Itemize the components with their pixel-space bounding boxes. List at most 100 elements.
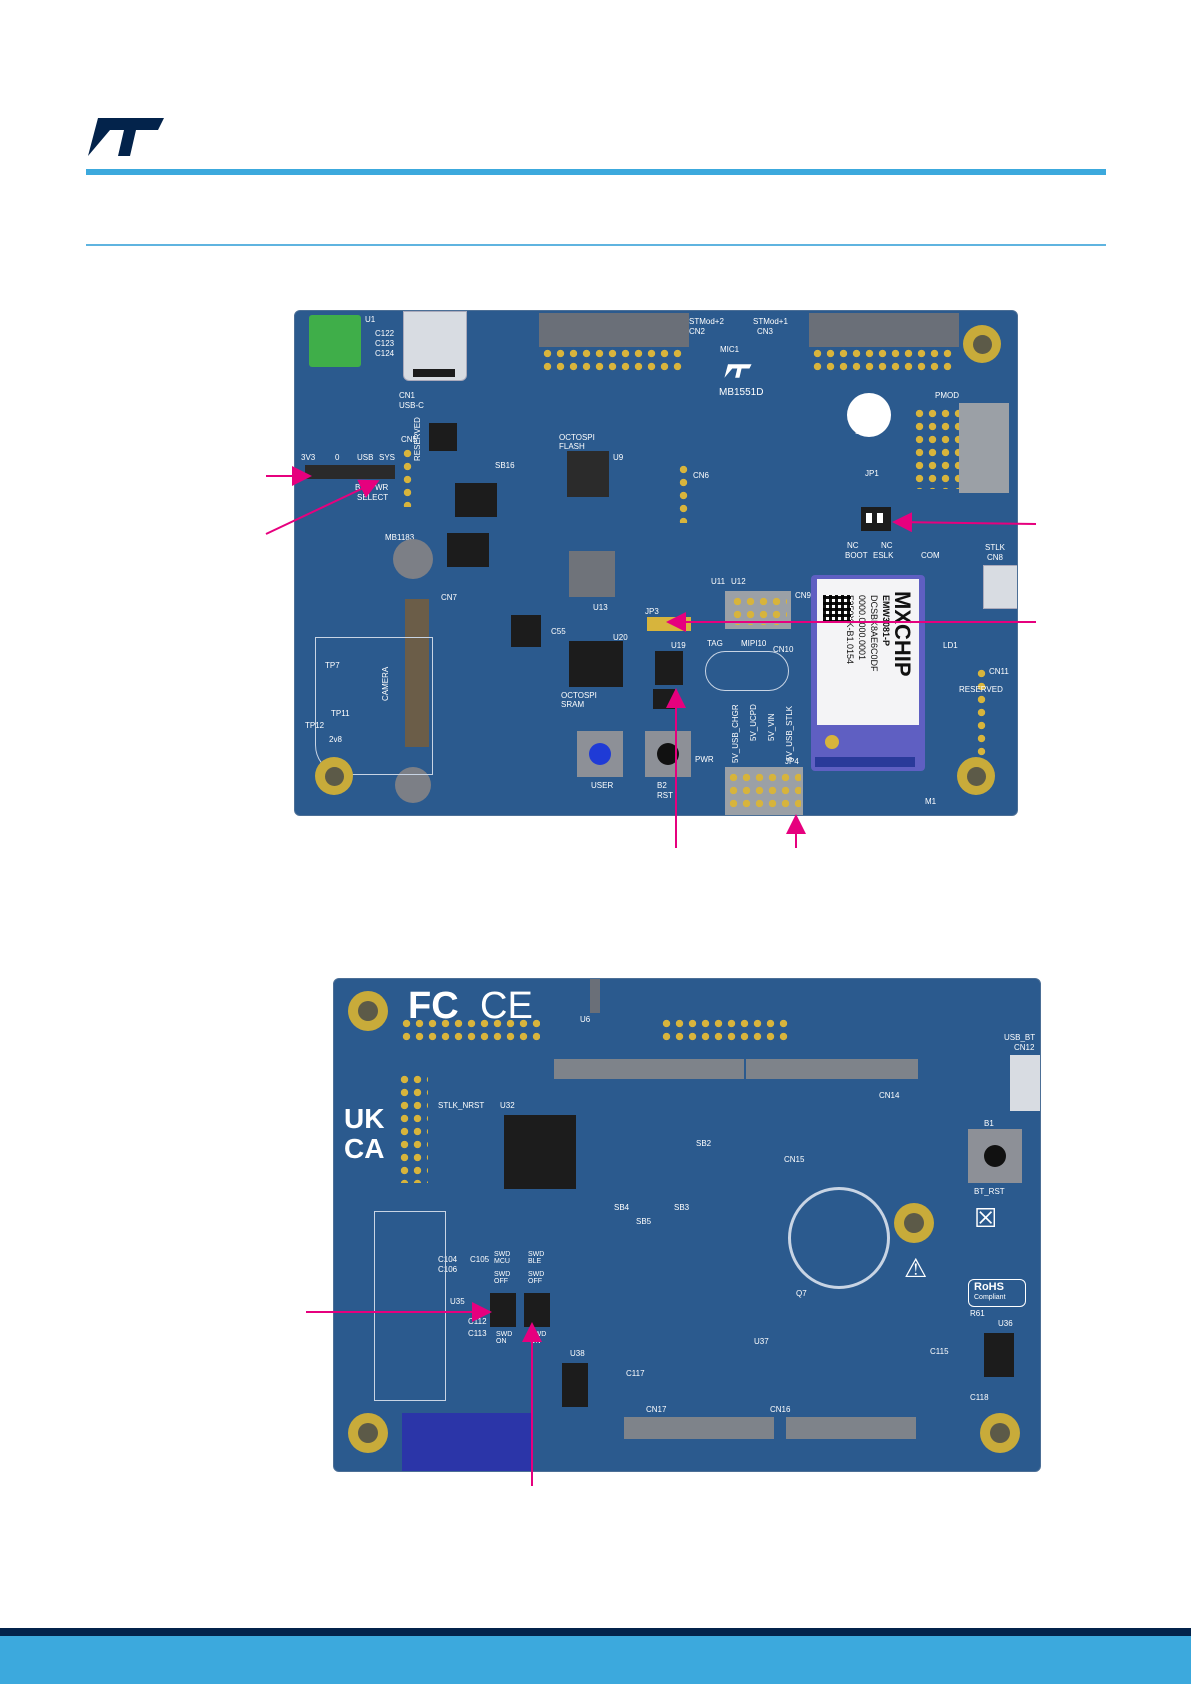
u13-chip: [569, 551, 615, 597]
cn14-label: CN14: [879, 1091, 900, 1100]
st-silk-logo-icon: [723, 361, 753, 381]
c117-label: C117: [626, 1369, 645, 1378]
u1-module: [309, 315, 361, 367]
module-id-b: 0000.0000.0001: [857, 595, 867, 661]
cn16-header: [786, 1417, 916, 1439]
cn8-label: CN8: [987, 553, 1004, 562]
bt-pwr-selector-switch[interactable]: [305, 465, 395, 479]
battery-pad: [402, 1413, 532, 1471]
u20-label: U20: [613, 633, 628, 642]
u19-chip: [655, 651, 683, 685]
cn17-header: [624, 1417, 774, 1439]
jp4-opt-2: 5V_UCPD: [749, 704, 758, 741]
com-label: COM: [921, 551, 940, 560]
bottom-board-image: FC CE UK CA U6 CN14 STLK_NRST U32 USB_BT…: [333, 978, 1041, 1472]
u16-chip: [511, 615, 541, 647]
mounting-hole: [894, 1203, 934, 1243]
section-rule: [86, 244, 1106, 246]
u36-label: U36: [998, 1319, 1013, 1328]
u19-label: U19: [671, 641, 686, 650]
pwr-label: PWR: [695, 755, 714, 764]
u3-chip: [447, 533, 489, 567]
ukca-mark-ca: CA: [344, 1133, 385, 1164]
usb-bt-label: USB_BT: [1004, 1033, 1036, 1042]
display-outline: [374, 1211, 446, 1401]
u2-chip: [455, 483, 497, 517]
antenna-trace: [815, 757, 915, 767]
u13-label: U13: [593, 603, 608, 612]
q7-label: Q7: [796, 1289, 807, 1298]
u22-chip: [653, 689, 675, 709]
board-id-label: MB1551D: [719, 387, 764, 398]
cn6-label: CN6: [693, 471, 710, 480]
footer-band-dark: [0, 1628, 1191, 1636]
c122-label: C122: [375, 329, 395, 338]
cn3-label: CN3: [757, 327, 774, 336]
cn14-header: [554, 1059, 744, 1079]
stmod1-label: STMod+1: [753, 317, 788, 326]
user-button[interactable]: [577, 731, 623, 777]
mounting-hole: [980, 1413, 1020, 1453]
cn7-label: CN7: [441, 593, 458, 602]
usbc-label: USB-C: [399, 401, 424, 410]
jp3-jumper[interactable]: [647, 617, 691, 631]
swd-mcu-label: SWD MCU: [494, 1251, 511, 1265]
emw-label: EMW3081-P: [881, 595, 891, 647]
jp4-label: JP4: [785, 757, 799, 766]
sel-sys-label: SYS: [379, 453, 396, 462]
u32-chip: [504, 1115, 576, 1189]
octospi-sram-label: OCTOSPI SRAM: [561, 691, 597, 709]
ukca-mark-uk: UK: [344, 1103, 385, 1134]
stlk-usb-connector: [983, 565, 1017, 609]
swd-off-2-label: SWD OFF: [528, 1271, 545, 1285]
qr-code-icon: [823, 595, 851, 623]
sel-0-label: 0: [335, 453, 340, 462]
v28-label: 2v8: [329, 735, 342, 744]
antenna-connector: [825, 735, 839, 749]
octospi-flash-chip: [567, 451, 609, 497]
cn2-label: CN2: [689, 327, 706, 336]
bt-pwr-label: BT_PWR: [355, 483, 389, 492]
reserved2-label: RESERVED: [959, 685, 1003, 694]
swd-ble-label: SWD BLE: [528, 1251, 545, 1265]
u32-label: U32: [500, 1101, 515, 1110]
c112-label: C112: [468, 1317, 487, 1326]
tag-label: TAG: [707, 639, 723, 648]
stmod2-label: STMod+2: [689, 317, 724, 326]
rohs-badge: [968, 1279, 1026, 1307]
tag-connect-outline: [705, 651, 789, 691]
stm32-logo-icon: [847, 393, 891, 437]
module-id-a: DCSBK8AE6C0DF: [869, 595, 879, 672]
bt-reset-button[interactable]: [968, 1129, 1022, 1183]
cn15-label: CN15: [784, 1155, 805, 1164]
top-board-image: U1 C122 C123 C124 CN1 USB-C STMod+2 CN2 …: [294, 310, 1018, 816]
st-logo-icon: [84, 112, 168, 162]
u36-chip: [984, 1333, 1014, 1377]
pmod-connector: [959, 403, 1009, 493]
select-label: SELECT: [357, 493, 389, 502]
jp4-opt-4: 5V_USB_STLK: [785, 705, 794, 761]
mipi10-label: MIPI10: [741, 639, 767, 648]
reset-button[interactable]: [645, 731, 691, 777]
stm32-label: STM32: [855, 429, 878, 436]
bt-rst-label: BT_RST: [974, 1187, 1005, 1196]
sel-3v3-label: 3V3: [301, 453, 316, 462]
c104-label: C104: [438, 1255, 458, 1264]
u6-label: U6: [580, 1015, 591, 1024]
jp4-opt-3: 5V_VIN: [767, 713, 776, 741]
rst-label: RST: [657, 791, 673, 800]
c124-label: C124: [375, 349, 395, 358]
u38-label: U38: [570, 1349, 585, 1358]
cn3-header: [809, 313, 959, 347]
c123-label: C123: [375, 339, 395, 348]
sb4-label: SB4: [614, 1203, 630, 1212]
swd-mcu-switch[interactable]: [490, 1293, 516, 1327]
cn14-header-b: [746, 1059, 918, 1079]
tp7-label: TP7: [325, 661, 340, 670]
u9-label: U9: [613, 453, 624, 462]
swd-ble-switch[interactable]: [524, 1293, 550, 1327]
camera-connector: [405, 599, 429, 747]
c118-label: C118: [970, 1393, 989, 1402]
mb1183-label: MB1183: [385, 533, 415, 542]
esd-warning-icon: ⚠: [904, 1253, 928, 1283]
